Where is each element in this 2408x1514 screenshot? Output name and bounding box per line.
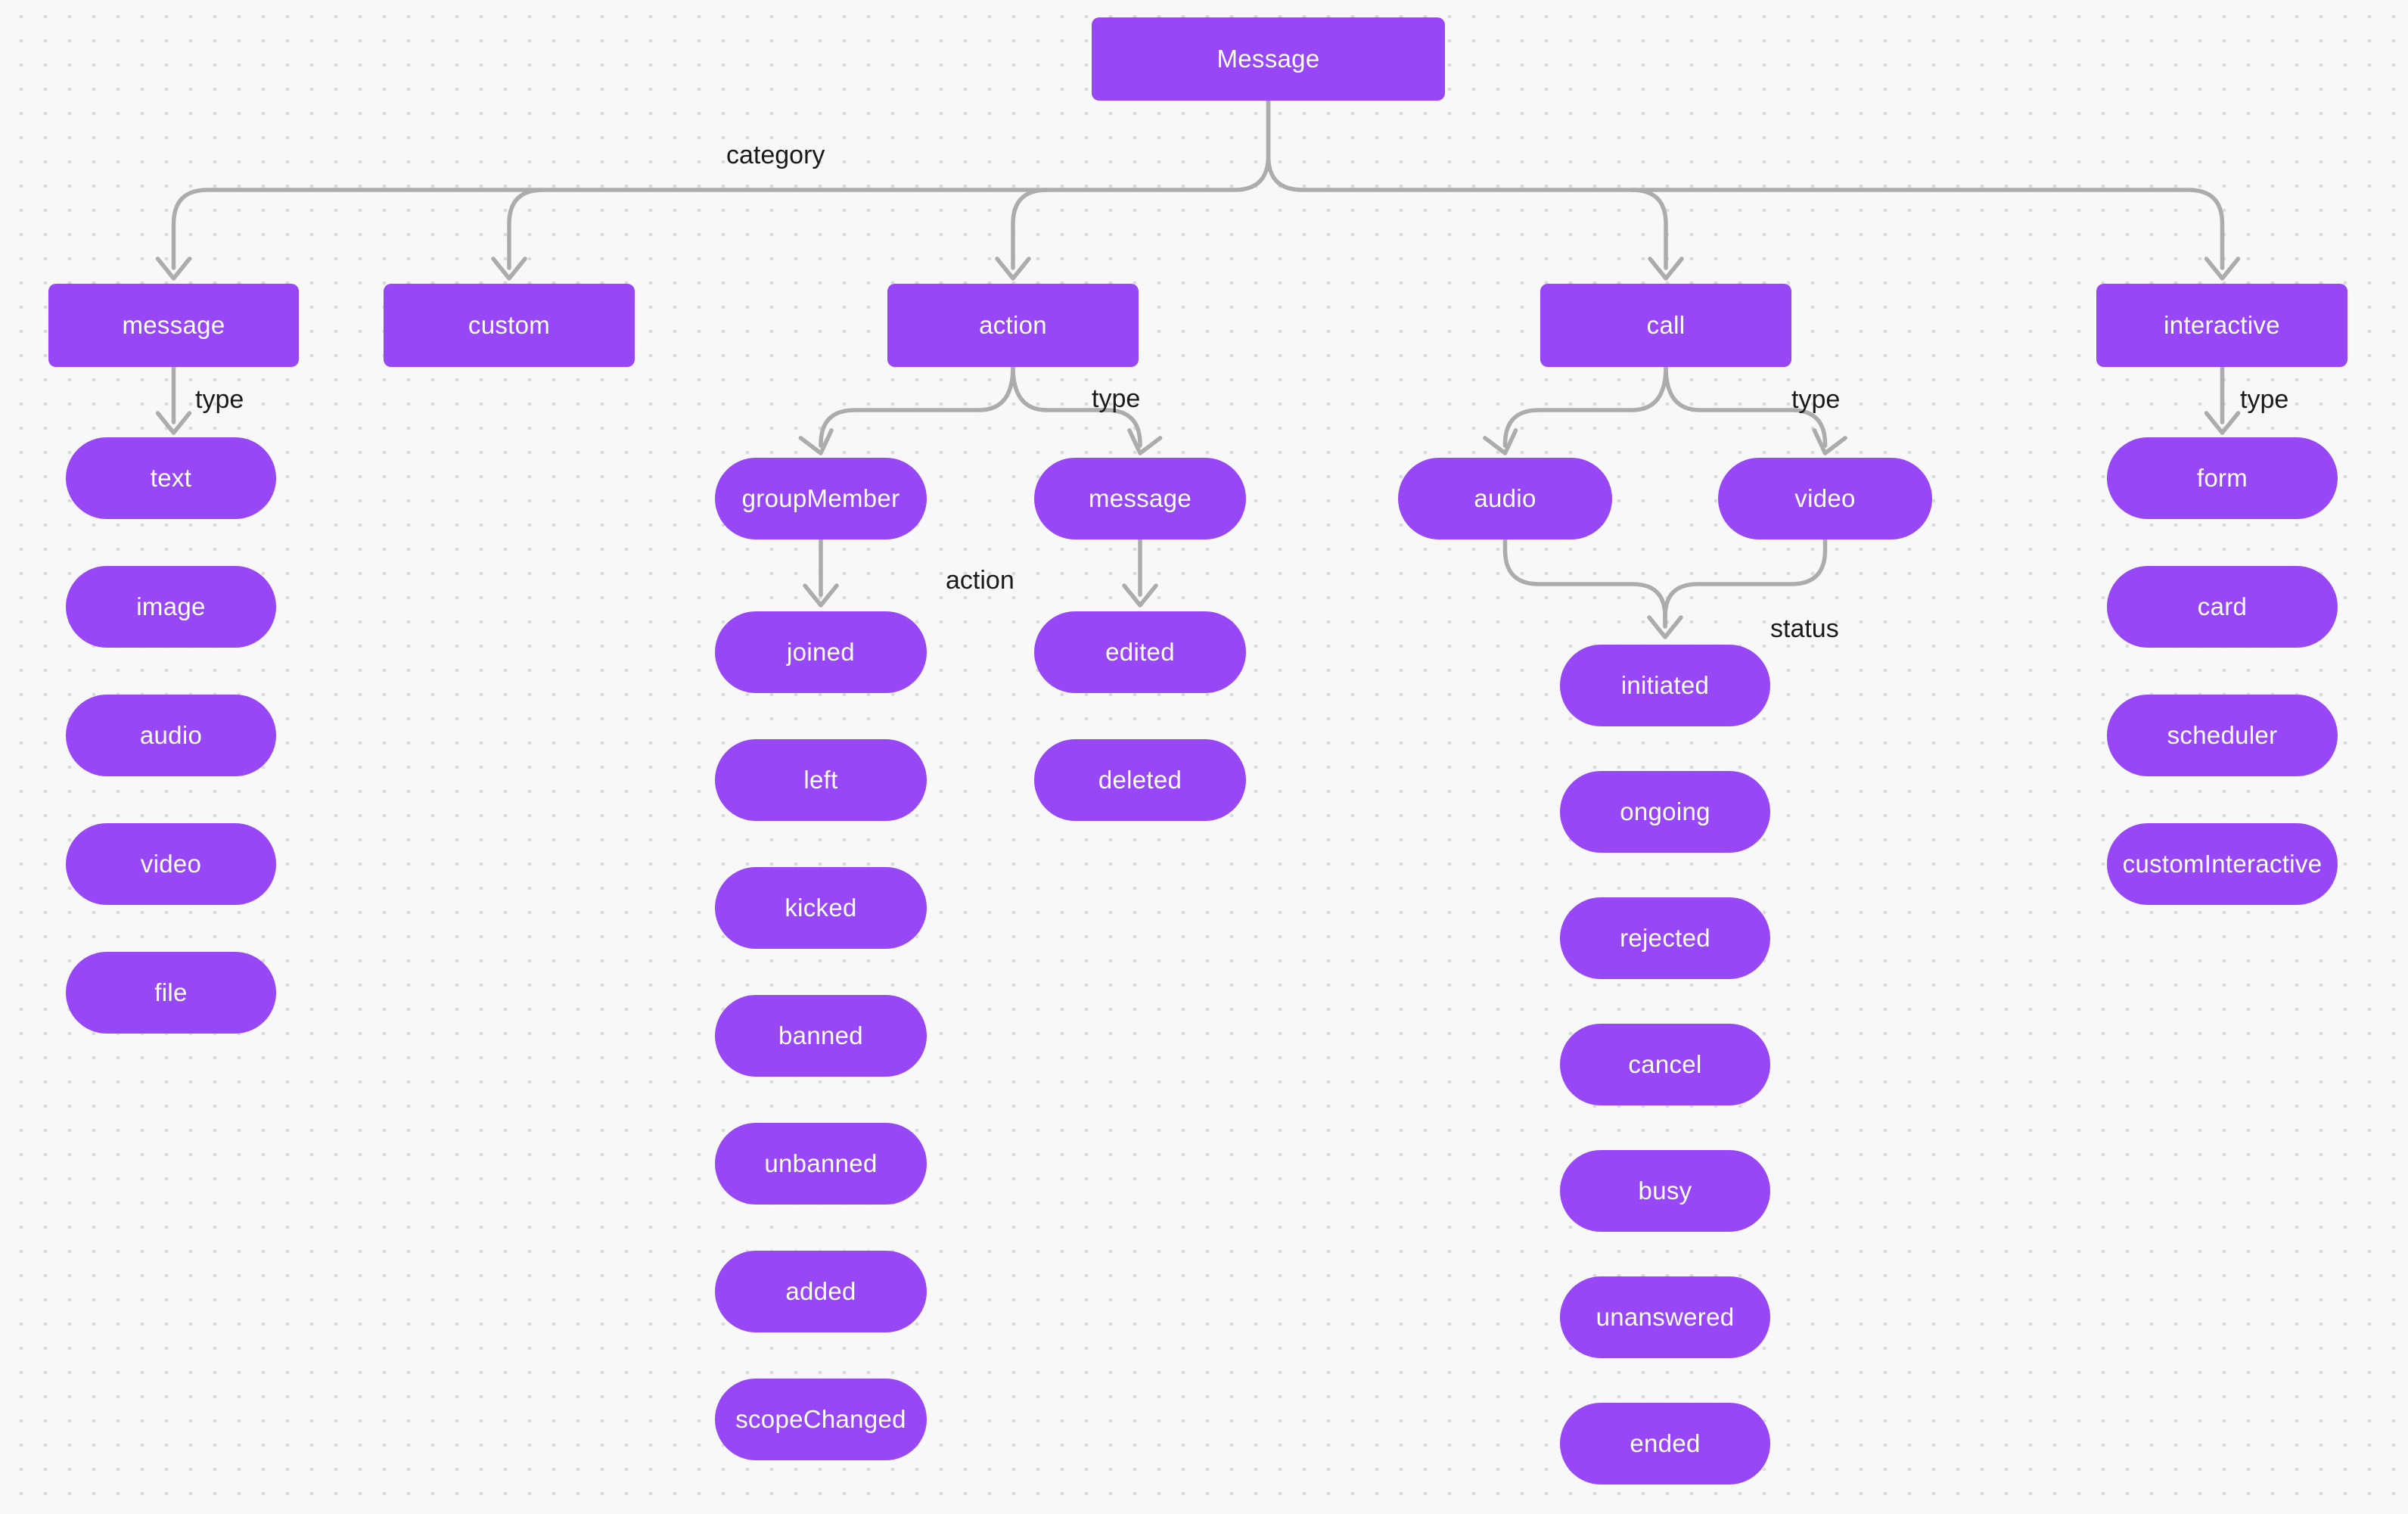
edge-label-type-message[interactable]: type <box>195 385 244 414</box>
edge-label-type-action[interactable]: type <box>1092 384 1141 413</box>
node-left[interactable]: left <box>715 739 927 821</box>
node-added[interactable]: added <box>715 1251 927 1332</box>
node-initiated[interactable]: initiated <box>1560 645 1770 726</box>
node-unbanned[interactable]: unbanned <box>715 1123 927 1205</box>
connector-action-to-groupmember[interactable] <box>798 365 1015 457</box>
node-banned[interactable]: banned <box>715 995 927 1077</box>
node-video[interactable]: video <box>66 823 276 905</box>
node-busy[interactable]: busy <box>1560 1150 1770 1232</box>
connector-root-to-call[interactable] <box>1630 188 1684 281</box>
node-file[interactable]: file <box>66 952 276 1034</box>
edge-label-status[interactable]: status <box>1770 614 1839 643</box>
node-scheduler[interactable]: scheduler <box>2107 695 2338 776</box>
node-unanswered[interactable]: unanswered <box>1560 1276 1770 1358</box>
connector-root-to-action[interactable] <box>995 188 1049 281</box>
connector-call-to-audio[interactable] <box>1483 365 1668 457</box>
connector-interactive-type[interactable] <box>2204 365 2241 435</box>
node-root[interactable]: Message <box>1092 17 1445 101</box>
node-custom-interactive[interactable]: customInteractive <box>2107 823 2338 905</box>
edge-label-category[interactable]: category <box>726 141 825 169</box>
node-cat-call[interactable]: call <box>1540 284 1791 367</box>
edge-label-type-interactive[interactable]: type <box>2240 385 2289 414</box>
node-card[interactable]: card <box>2107 566 2338 648</box>
node-rejected[interactable]: rejected <box>1560 897 1770 979</box>
node-deleted[interactable]: deleted <box>1034 739 1246 821</box>
node-ongoing[interactable]: ongoing <box>1560 771 1770 853</box>
connector-root-to-message[interactable] <box>155 98 1271 281</box>
node-cat-message[interactable]: message <box>48 284 299 367</box>
node-joined[interactable]: joined <box>715 611 927 693</box>
connector-groupmember-action[interactable] <box>803 537 839 608</box>
node-cat-custom[interactable]: custom <box>384 284 635 367</box>
node-action-message[interactable]: message <box>1034 458 1246 539</box>
node-cat-interactive[interactable]: interactive <box>2096 284 2347 367</box>
node-call-audio[interactable]: audio <box>1398 458 1612 539</box>
connector-audio-video-status[interactable] <box>1502 537 1828 639</box>
connector-root-to-custom[interactable] <box>491 188 545 281</box>
node-form[interactable]: form <box>2107 437 2338 519</box>
connector-call-to-video[interactable] <box>1664 365 1847 457</box>
node-text[interactable]: text <box>66 437 276 519</box>
node-edited[interactable]: edited <box>1034 611 1246 693</box>
connector-root-to-interactive[interactable] <box>1266 98 2241 281</box>
node-group-member[interactable]: groupMember <box>715 458 927 539</box>
node-kicked[interactable]: kicked <box>715 867 927 949</box>
connector-message-type[interactable] <box>155 365 192 435</box>
node-cat-action[interactable]: action <box>887 284 1139 367</box>
connector-message-action[interactable] <box>1122 537 1158 608</box>
node-audio[interactable]: audio <box>66 695 276 776</box>
node-call-video[interactable]: video <box>1718 458 1932 539</box>
edge-label-type-call[interactable]: type <box>1791 385 1841 414</box>
connector-action-to-message[interactable] <box>1011 365 1163 457</box>
node-image[interactable]: image <box>66 566 276 648</box>
node-cancel[interactable]: cancel <box>1560 1024 1770 1105</box>
edge-label-action[interactable]: action <box>946 566 1014 595</box>
node-ended[interactable]: ended <box>1560 1403 1770 1484</box>
node-scope-changed[interactable]: scopeChanged <box>715 1379 927 1460</box>
